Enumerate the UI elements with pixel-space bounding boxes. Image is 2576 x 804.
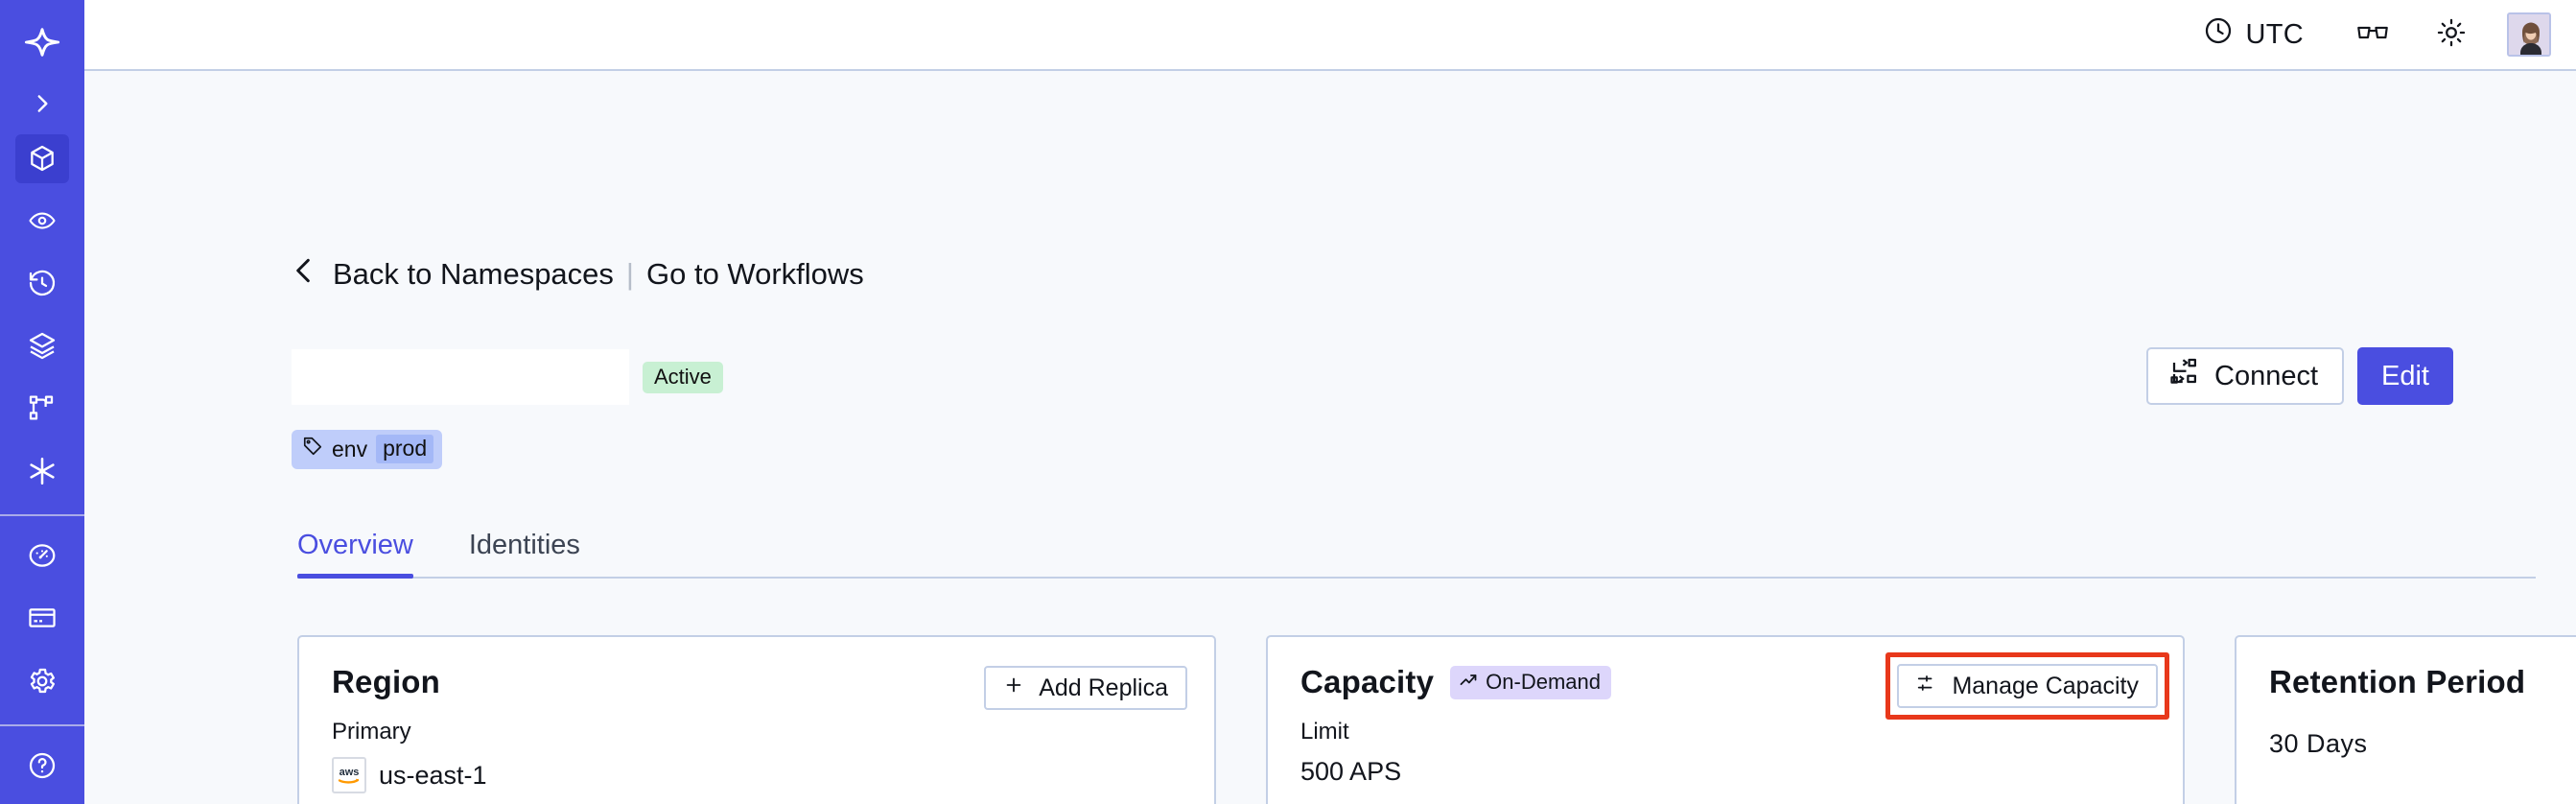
sidebar-item-settings[interactable] — [15, 656, 69, 705]
add-replica-button[interactable]: Add Replica — [984, 666, 1187, 710]
capacity-limit-value: 500 APS — [1300, 757, 1402, 786]
tag-key: env — [332, 436, 368, 461]
tab-identities[interactable]: Identities — [468, 530, 580, 560]
cube-icon — [27, 143, 58, 174]
overview-cards: Region Add Replica Primary — [297, 635, 2576, 804]
aws-logo: aws — [332, 757, 366, 793]
tabs-bar: Overview Identities — [297, 530, 2536, 579]
gauge-icon — [27, 540, 58, 571]
layers-icon — [27, 330, 58, 361]
connect-button-label: Connect — [2214, 360, 2319, 391]
sidebar-item-workflows[interactable] — [15, 384, 69, 433]
help-circle-icon — [27, 750, 58, 781]
connect-button[interactable]: Connect — [2146, 347, 2345, 405]
retention-value: 30 Days — [2269, 729, 2368, 758]
page-title — [292, 349, 629, 405]
tabs-divider — [297, 577, 2536, 579]
tabs-strip: Overview Identities — [297, 530, 2451, 579]
reading-mode-button[interactable] — [2346, 8, 2400, 61]
status-badge: Active — [643, 361, 723, 393]
user-avatar[interactable] — [2507, 12, 2551, 57]
region-card-title: Region — [332, 664, 441, 699]
sidebar-divider-1 — [0, 514, 84, 516]
region-primary-value-row: aws us-east-1 — [332, 757, 1185, 793]
capacity-card: Capacity On-Demand — [1266, 635, 2185, 804]
sidebar-item-usage[interactable] — [15, 532, 69, 580]
sliders-icon — [1916, 673, 1937, 700]
manage-capacity-label: Manage Capacity — [1952, 672, 2139, 699]
tag-icon — [302, 436, 323, 462]
sidebar-divider-2 — [0, 724, 84, 726]
gear-icon — [27, 666, 58, 697]
asterisk-icon — [26, 455, 59, 487]
theme-toggle-button[interactable] — [2424, 8, 2478, 61]
capacity-card-title: Capacity — [1300, 664, 1435, 699]
git-branch-icon — [27, 392, 58, 423]
sidebar-item-namespaces[interactable] — [15, 133, 69, 183]
retention-card-header: Retention Period — [2269, 664, 2568, 700]
sidebar-item-observability[interactable] — [15, 197, 69, 246]
retention-card-title: Retention Period — [2269, 664, 2526, 699]
region-primary-value: us-east-1 — [379, 760, 487, 790]
namespace-tags: env prod — [292, 430, 443, 469]
tab-overview[interactable]: Overview — [297, 530, 448, 579]
breadcrumb-divider: | — [625, 257, 634, 291]
clock-icon — [2203, 15, 2234, 54]
chevron-right-icon — [30, 91, 55, 121]
manage-capacity-highlight: Manage Capacity — [1885, 652, 2169, 720]
sidebar-expand-button[interactable] — [0, 78, 84, 133]
edit-button[interactable]: Edit — [2357, 347, 2453, 405]
breadcrumb-back-link[interactable]: Back to Namespaces — [333, 257, 614, 291]
region-card: Region Add Replica Primary — [297, 635, 1216, 804]
top-bar: UTC — [84, 0, 2576, 71]
sidebar-item-billing[interactable] — [15, 594, 69, 643]
main-area: UTC — [84, 0, 2576, 804]
capacity-card-header: Capacity On-Demand — [1300, 664, 2154, 700]
app-logo[interactable] — [0, 12, 84, 78]
timezone-label: UTC — [2245, 18, 2304, 50]
timezone-selector[interactable]: UTC — [2203, 15, 2304, 54]
manage-capacity-button[interactable]: Manage Capacity — [1897, 664, 2158, 708]
capacity-limit-label: Limit — [1300, 719, 1349, 745]
region-primary-label: Primary — [332, 719, 411, 745]
sidebar-item-help[interactable] — [15, 742, 69, 791]
plus-icon — [1003, 674, 1024, 702]
on-demand-badge: On-Demand — [1450, 665, 1612, 699]
on-demand-badge-label: On-Demand — [1486, 669, 1602, 694]
region-card-action: Add Replica — [984, 666, 1187, 710]
sidebar-item-nexus[interactable] — [15, 446, 69, 495]
connect-flow-icon — [2169, 358, 2198, 394]
namespace-title-row: Active — [292, 349, 2451, 405]
content-area: Back to Namespaces | Go to Workflows Act… — [84, 71, 2576, 804]
add-replica-label: Add Replica — [1039, 674, 1168, 701]
chevron-left-icon — [292, 255, 315, 294]
sidebar-item-layers[interactable] — [15, 321, 69, 370]
credit-card-icon — [27, 603, 58, 633]
region-card-header: Region — [332, 664, 1185, 700]
retention-card: Retention Period 30 Days — [2235, 635, 2576, 804]
left-sidebar-rail — [0, 0, 84, 804]
svg-text:aws: aws — [340, 767, 360, 778]
temporal-star-logo-icon — [23, 23, 61, 66]
breadcrumb: Back to Namespaces | Go to Workflows — [292, 255, 864, 294]
header-actions: Connect Edit — [2146, 347, 2453, 405]
trend-up-icon — [1459, 671, 1478, 694]
back-button[interactable] — [292, 255, 315, 294]
sidebar-item-history[interactable] — [15, 259, 69, 308]
reading-glasses-icon — [2356, 20, 2389, 50]
tag-env[interactable]: env prod — [292, 430, 443, 469]
breadcrumb-workflows-link[interactable]: Go to Workflows — [645, 257, 864, 291]
eye-icon — [27, 206, 58, 235]
tag-value: prod — [376, 435, 434, 463]
sun-icon — [2436, 17, 2467, 53]
clock-rewind-icon — [27, 268, 58, 298]
